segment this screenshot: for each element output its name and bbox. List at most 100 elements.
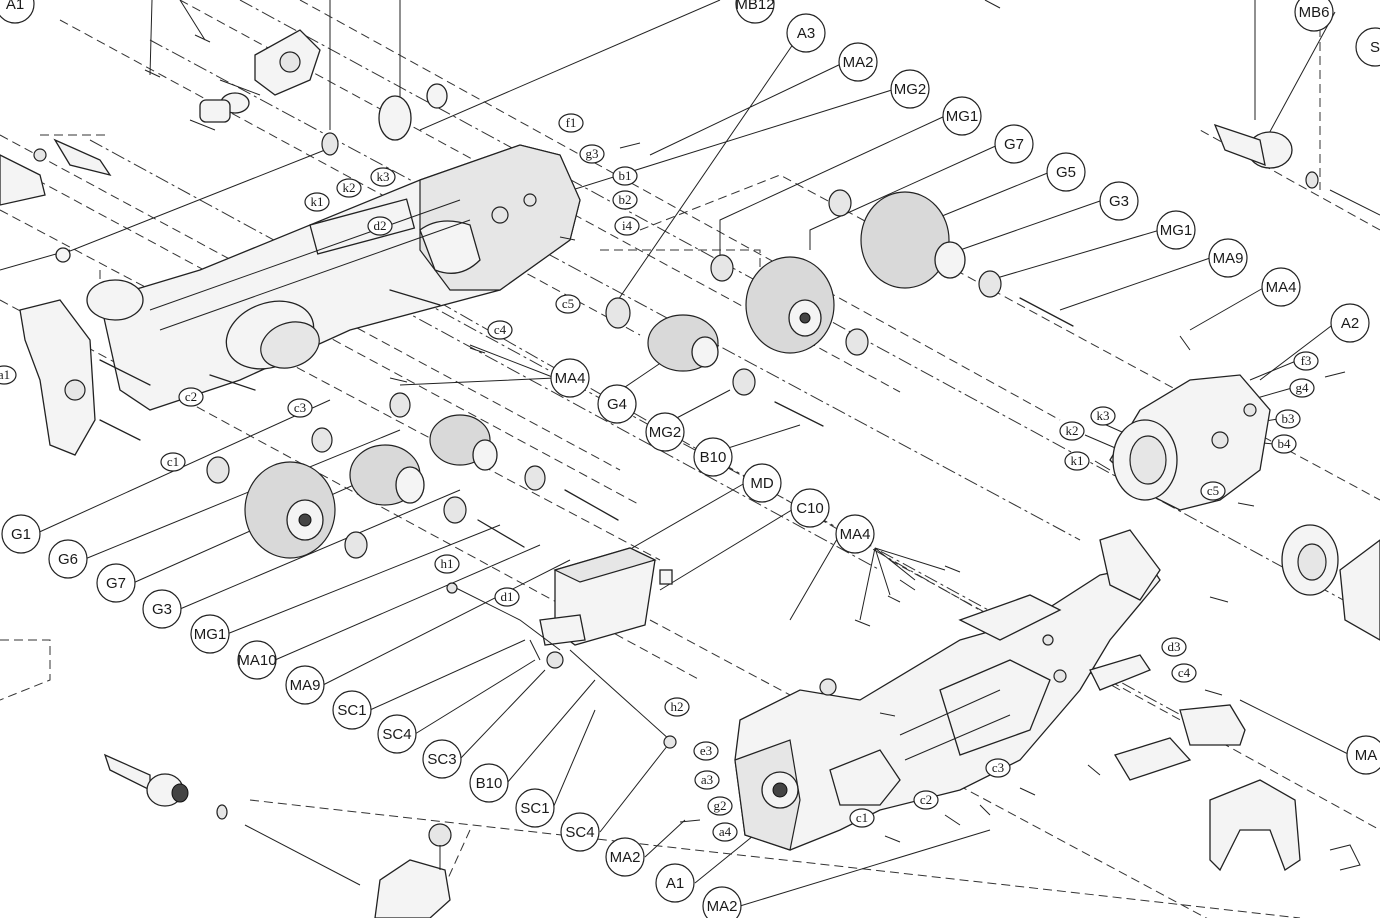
callout-MA2-top: MA2 bbox=[838, 42, 878, 82]
callout-A3: A3 bbox=[786, 13, 826, 53]
callout-e3: e3 bbox=[693, 741, 719, 761]
callout-c5-l: c5 bbox=[555, 294, 581, 314]
callout-circle bbox=[693, 741, 719, 761]
callout-c2-r: c2 bbox=[913, 790, 939, 810]
callout-SC4-b: SC4 bbox=[560, 812, 600, 852]
callout-circle bbox=[742, 463, 782, 503]
callout-k2-r: k2 bbox=[1059, 421, 1085, 441]
callout-MA4-low: MA4 bbox=[835, 514, 875, 554]
callout-label: G7 bbox=[1004, 136, 1024, 153]
callout-c1-l: c1 bbox=[160, 452, 186, 472]
callout-circle bbox=[142, 589, 182, 629]
callout-B10-low: B10 bbox=[469, 763, 509, 803]
callout-MG2-mid: MG2 bbox=[645, 412, 685, 452]
callout-label: a1 bbox=[0, 367, 10, 382]
callout-circle bbox=[693, 437, 733, 477]
callout-circle bbox=[1064, 451, 1090, 471]
chassis-lower bbox=[734, 529, 1361, 872]
callout-circle bbox=[612, 166, 638, 186]
callout-circle bbox=[614, 216, 640, 236]
callout-G3-low: G3 bbox=[142, 589, 182, 629]
callout-circle bbox=[790, 488, 830, 528]
callout-A1-low: A1 bbox=[655, 863, 695, 903]
callout-circle bbox=[287, 398, 313, 418]
callout-circle bbox=[712, 822, 738, 842]
callout-label: SC4 bbox=[382, 726, 411, 743]
callout-circle bbox=[487, 320, 513, 340]
callout-label: MG1 bbox=[1160, 222, 1193, 239]
motor-unit bbox=[446, 547, 677, 749]
callout-label: c1 bbox=[167, 454, 179, 469]
callout-circle bbox=[655, 863, 695, 903]
callout-label: MG1 bbox=[194, 626, 227, 643]
callout-label: k3 bbox=[377, 169, 390, 184]
callout-label: A1 bbox=[6, 0, 24, 13]
callout-circle bbox=[1090, 406, 1116, 426]
callout-MG1-top: MG1 bbox=[942, 96, 982, 136]
callout-MG1-b: MG1 bbox=[1156, 210, 1196, 250]
callout-label: g2 bbox=[714, 798, 727, 813]
callout-circle bbox=[190, 614, 230, 654]
callout-k2-l: k2 bbox=[336, 178, 362, 198]
callout-label: d3 bbox=[1168, 639, 1181, 654]
callout-circle bbox=[694, 770, 720, 790]
callout-label: MB12 bbox=[735, 0, 774, 13]
callout-label: k3 bbox=[1097, 408, 1110, 423]
callout-circle bbox=[96, 563, 136, 603]
callout-label: c3 bbox=[992, 760, 1004, 775]
callout-circle bbox=[786, 13, 826, 53]
callout-k1-r: k1 bbox=[1064, 451, 1090, 471]
callout-label: k1 bbox=[311, 194, 324, 209]
callout-SC1-a: SC1 bbox=[332, 690, 372, 730]
callout-circle bbox=[913, 790, 939, 810]
callout-circle bbox=[469, 763, 509, 803]
gearbox-housing-right bbox=[984, 0, 1380, 641]
gear-set-left bbox=[206, 392, 619, 559]
callout-label: c2 bbox=[185, 389, 197, 404]
callout-circle bbox=[550, 358, 590, 398]
callout-label: SC1 bbox=[337, 702, 366, 719]
callout-label: e3 bbox=[700, 743, 712, 758]
callout-label: A1 bbox=[666, 875, 684, 892]
drive-parts-lower bbox=[103, 753, 452, 918]
callout-circle bbox=[332, 690, 372, 730]
callout-circle bbox=[377, 714, 417, 754]
callout-G4: G4 bbox=[597, 384, 637, 424]
callout-circle bbox=[1355, 27, 1380, 67]
callout-A1-top: A1 bbox=[0, 0, 35, 24]
callout-label: a4 bbox=[719, 824, 732, 839]
callout-circle bbox=[367, 216, 393, 236]
callout-c1-r: c1 bbox=[849, 808, 875, 828]
callout-circle bbox=[1330, 303, 1370, 343]
callout-circle bbox=[560, 812, 600, 852]
callout-MA2-bot: MA2 bbox=[702, 886, 742, 918]
callout-circle bbox=[1208, 238, 1248, 278]
callout-circle bbox=[1156, 210, 1196, 250]
callout-label: SC3 bbox=[427, 751, 456, 768]
callout-label: SC4 bbox=[565, 824, 594, 841]
callout-label: G1 bbox=[11, 526, 31, 543]
callout-label: i4 bbox=[622, 218, 633, 233]
callout-circle bbox=[515, 788, 555, 828]
callout-MG2-top: MG2 bbox=[890, 69, 930, 109]
callout-circle bbox=[664, 697, 690, 717]
callout-SC1-b: SC1 bbox=[515, 788, 555, 828]
callout-circle bbox=[1059, 421, 1085, 441]
callout-circle bbox=[178, 387, 204, 407]
callout-g4: g4 bbox=[1289, 378, 1315, 398]
callout-a3: a3 bbox=[694, 770, 720, 790]
callout-circle bbox=[942, 96, 982, 136]
callout-k3-l: k3 bbox=[370, 167, 396, 187]
callout-label: B10 bbox=[476, 775, 503, 792]
callout-circle bbox=[579, 144, 605, 164]
callout-circle bbox=[1200, 481, 1226, 501]
gear-set-right bbox=[605, 189, 1074, 427]
callout-circle bbox=[645, 412, 685, 452]
callout-label: C10 bbox=[796, 500, 824, 517]
callout-circle bbox=[612, 190, 638, 210]
callout-G7-low: G7 bbox=[96, 563, 136, 603]
callout-label: c2 bbox=[920, 792, 932, 807]
callout-c3-l: c3 bbox=[287, 398, 313, 418]
